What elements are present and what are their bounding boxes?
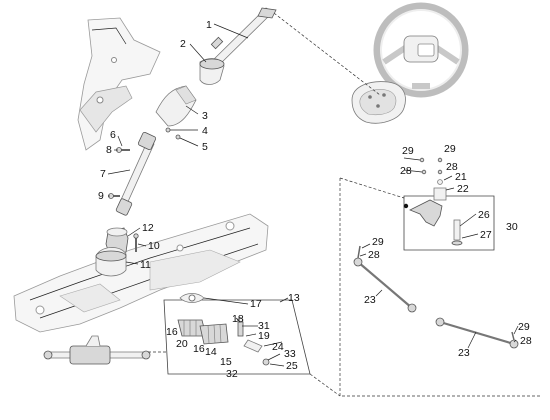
callout-4: 4 — [202, 125, 208, 137]
callout-22: 22 — [457, 183, 469, 195]
callout-3: 3 — [202, 110, 208, 122]
callout-11: 11 — [140, 259, 151, 271]
callout-13: 13 — [288, 292, 300, 304]
callout-23-b: 23 — [458, 347, 470, 359]
linkage-outline-1 — [339, 177, 405, 199]
callout-19: 19 — [258, 330, 270, 342]
rack-gaiter-left — [177, 319, 207, 337]
wheel-axis-line — [269, 9, 381, 96]
callout-2: 2 — [180, 38, 186, 50]
callout-20: 20 — [176, 338, 188, 350]
callout-5: 5 — [202, 141, 208, 153]
steering-hub-cover — [351, 81, 406, 124]
callout-15: 15 — [220, 356, 232, 368]
callout-26: 26 — [478, 209, 490, 221]
rack-clamp-17 — [179, 293, 205, 303]
tie-rod-end-outer — [243, 339, 270, 366]
callout-27: 27 — [480, 229, 492, 241]
rack-gaiter-right — [199, 323, 229, 345]
callout-14: 14 — [205, 346, 217, 358]
tie-rod-end-inner — [237, 317, 244, 337]
callout-9: 9 — [98, 190, 104, 202]
callout-32: 32 — [226, 368, 238, 380]
callout-21: 21 — [455, 171, 467, 183]
intermediate-shaft — [115, 131, 157, 216]
callout-7: 7 — [100, 168, 106, 180]
fastener-5 — [175, 134, 181, 140]
callout-29-a: 29 — [402, 145, 414, 157]
steering-column-shaft — [210, 7, 277, 67]
callout-16-a: 16 — [166, 326, 178, 338]
callout-10: 10 — [148, 240, 160, 252]
callout-29-d: 29 — [518, 321, 530, 333]
callout-33: 33 — [284, 348, 296, 360]
steering-rack — [43, 335, 151, 365]
callout-labels: 1 2 3 4 5 6 8 7 9 12 10 11 13 17 18 31 1… — [98, 19, 532, 380]
callout-28-b: 28 — [446, 161, 458, 173]
fastener-4 — [165, 127, 171, 133]
bolt-10 — [133, 233, 139, 252]
callout-28-d: 28 — [520, 335, 532, 347]
fastener-6-8 — [116, 147, 130, 153]
callout-30: 30 — [506, 221, 518, 233]
fastener-9 — [108, 193, 120, 199]
callout-29-b: 29 — [444, 143, 456, 155]
callout-25: 25 — [286, 360, 298, 372]
steering-wheel — [373, 2, 469, 98]
pitman-fasteners — [419, 157, 443, 185]
callout-18: 18 — [232, 313, 244, 325]
front-subframe — [13, 213, 269, 333]
column-cover — [155, 85, 197, 127]
leader-lines — [107, 23, 519, 367]
callout-28-c: 28 — [368, 249, 380, 261]
callout-29-c: 29 — [372, 236, 384, 248]
linkage-outline-3 — [309, 373, 341, 397]
callout-6: 6 — [110, 129, 116, 141]
callout-8: 8 — [106, 144, 112, 156]
callout-23-a: 23 — [364, 294, 376, 306]
callout-31: 31 — [258, 320, 270, 332]
callout-28-a: 28 — [400, 165, 412, 177]
callout-16-b: 16 — [193, 343, 205, 355]
pitman-arm-box — [403, 187, 495, 251]
callout-1: 1 — [206, 19, 212, 31]
rubber-mount — [95, 247, 127, 277]
column-support-bracket — [77, 17, 161, 151]
callout-17: 17 — [250, 298, 262, 310]
callout-12: 12 — [142, 222, 154, 234]
column-boot — [199, 58, 225, 85]
tie-rod-upper — [353, 245, 417, 313]
callout-24: 24 — [272, 341, 284, 353]
tie-rod-lower — [435, 317, 519, 349]
